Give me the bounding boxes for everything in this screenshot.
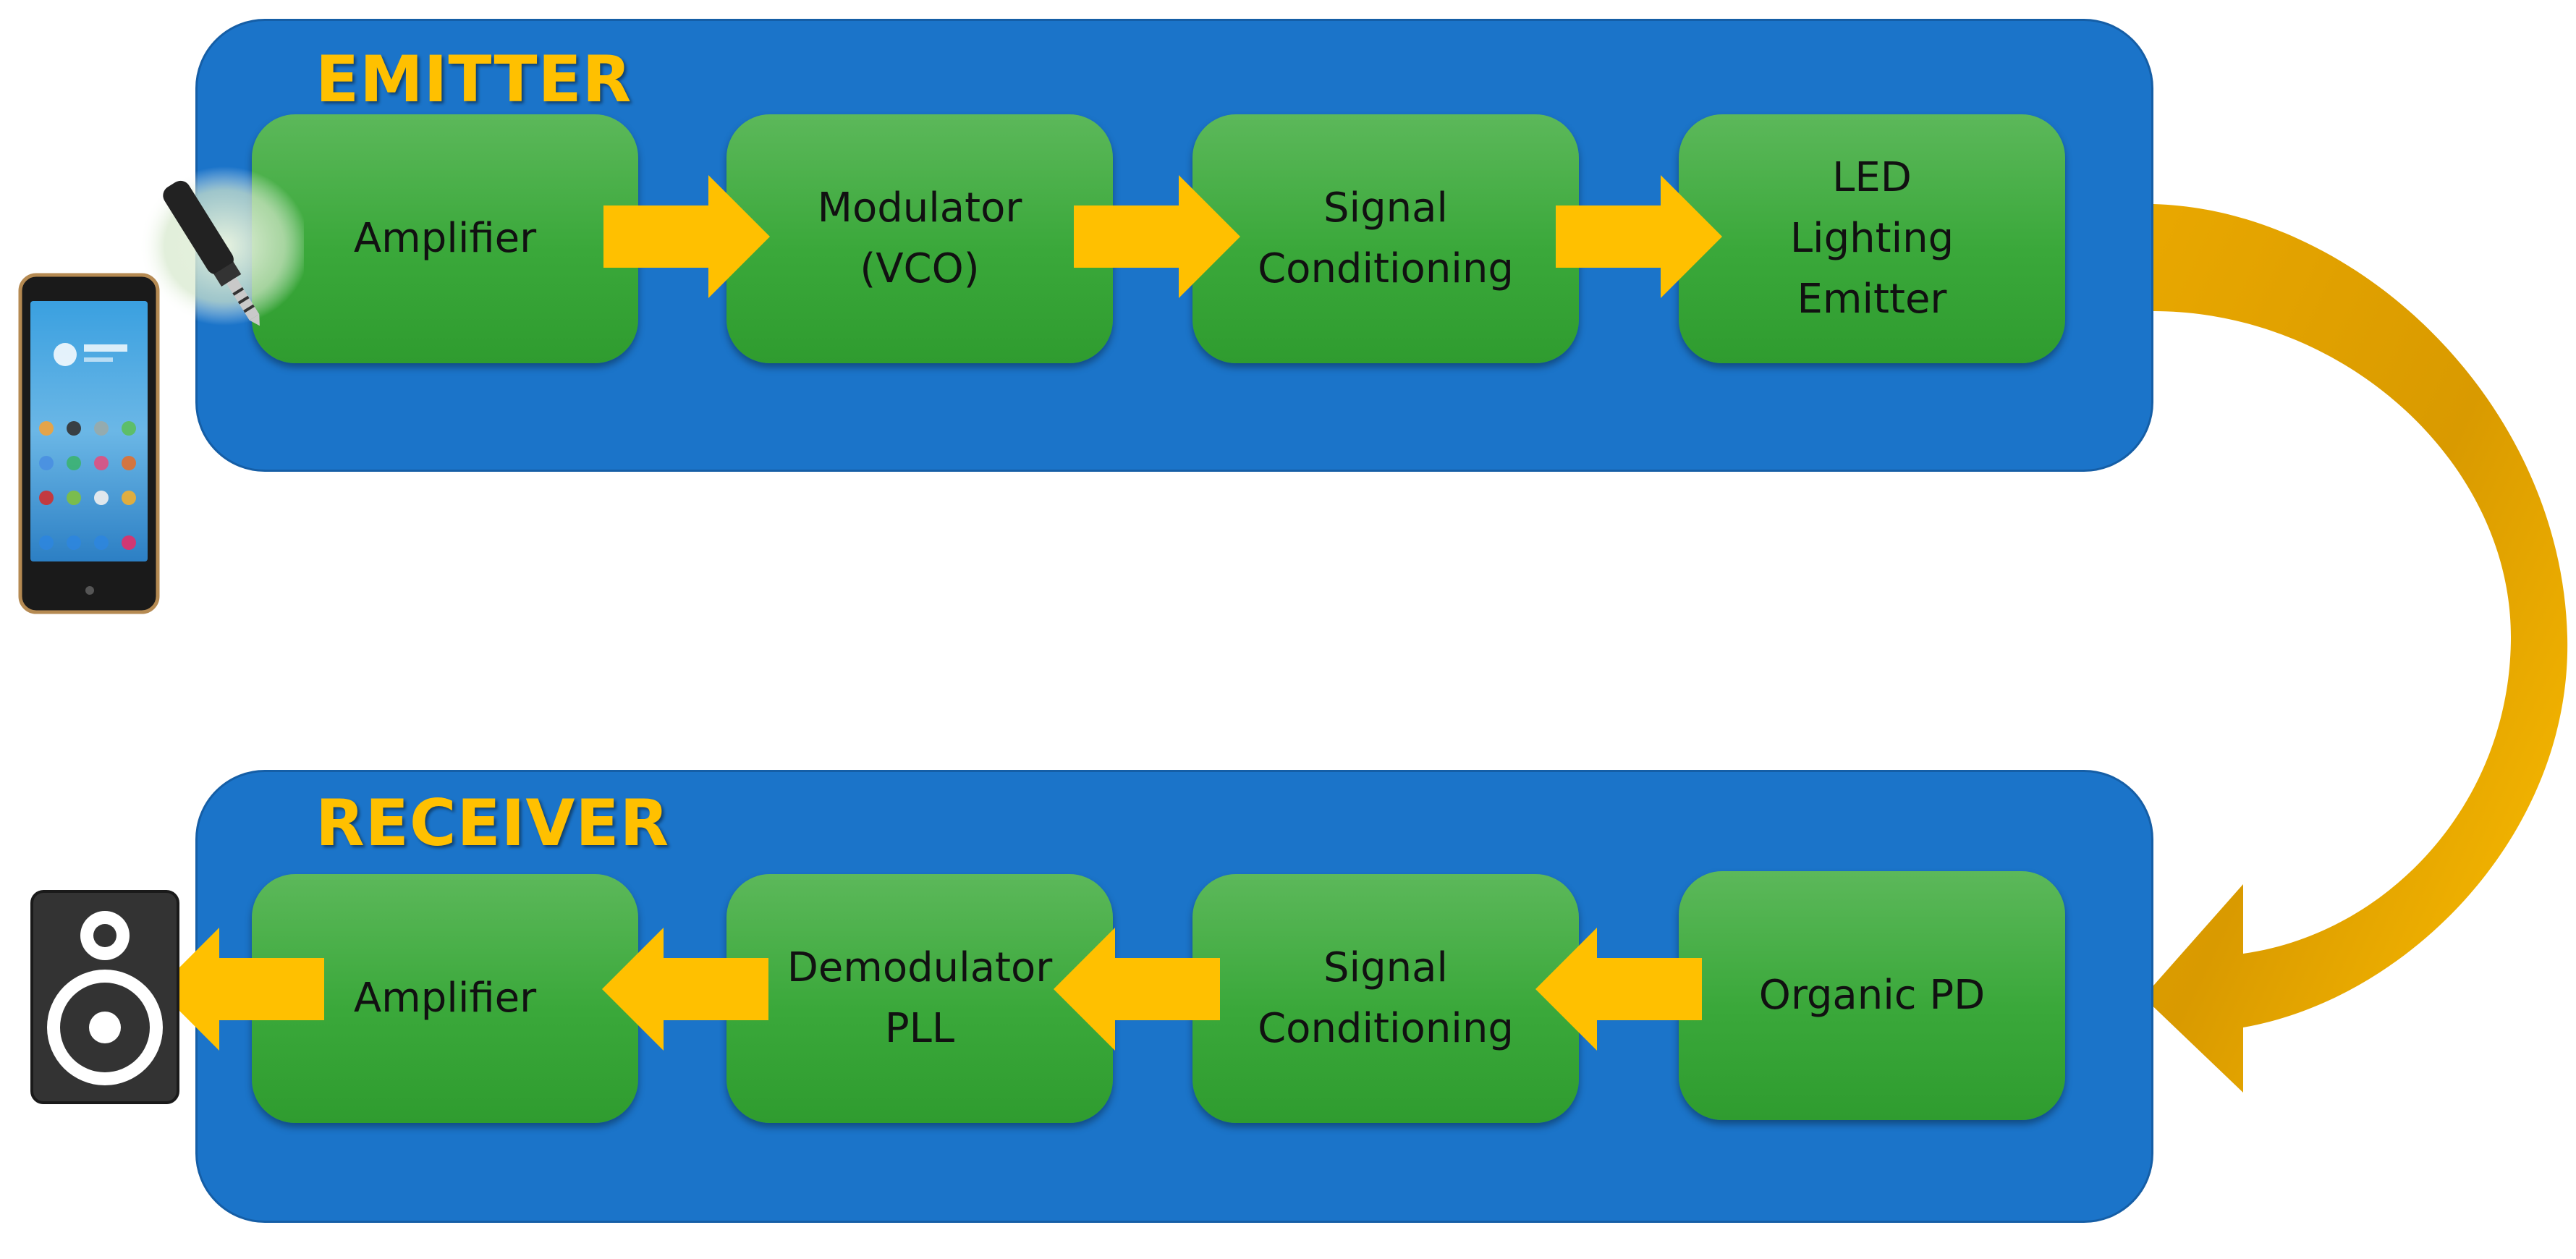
emitter-signal-conditioning-block: Signal Conditioning <box>1192 114 1579 363</box>
receiver-signal-conditioning-block: Signal Conditioning <box>1192 874 1579 1123</box>
led-lighting-emitter-block: LED Lighting Emitter <box>1679 114 2065 363</box>
organic-pd-block: Organic PD <box>1679 871 2065 1120</box>
emitter-title: EMITTER <box>315 42 632 116</box>
modulator-vco-label: Modulator (VCO) <box>817 185 1022 292</box>
receiver-signal-conditioning-label: Signal Conditioning <box>1258 944 1514 1052</box>
smartphone-icon <box>18 166 304 614</box>
receiver-arrow-4-icon <box>158 928 324 1051</box>
demodulator-pll-block: Demodulator PLL <box>726 874 1113 1123</box>
speaker-icon <box>30 890 179 1104</box>
receiver-amplifier-label: Amplifier <box>353 975 537 1022</box>
emitter-amplifier-block: Amplifier <box>252 114 638 363</box>
modulator-vco-block: Modulator (VCO) <box>726 114 1113 363</box>
emitter-arrow-2-icon <box>1074 175 1240 298</box>
organic-pd-label: Organic PD <box>1758 972 1986 1019</box>
demodulator-pll-label: Demodulator PLL <box>787 944 1053 1052</box>
receiver-arrow-2-icon <box>1054 928 1220 1051</box>
emitter-amplifier-label: Amplifier <box>353 215 537 262</box>
emitter-arrow-3-icon <box>1556 175 1722 298</box>
receiver-arrow-1-icon <box>1535 928 1702 1051</box>
emitter-signal-conditioning-label: Signal Conditioning <box>1258 185 1514 292</box>
receiver-title: RECEIVER <box>315 786 670 860</box>
receiver-arrow-3-icon <box>602 928 768 1051</box>
emitter-arrow-1-icon <box>603 175 770 298</box>
led-lighting-emitter-label: LED Lighting Emitter <box>1789 154 1954 323</box>
